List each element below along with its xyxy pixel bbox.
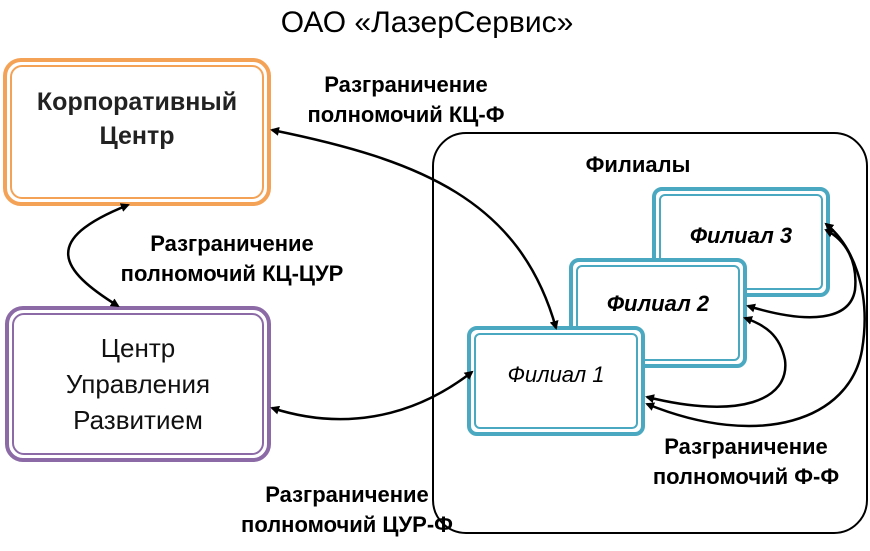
label-f-f-line1: Разграничение xyxy=(664,434,828,459)
development-center-box xyxy=(5,306,271,462)
branch-1-label: Филиал 1 xyxy=(507,362,605,387)
arrow-kc-cur xyxy=(66,203,130,308)
corporate-center-line2: Центр xyxy=(99,122,175,150)
label-kc-f: Разграничение полномочий КЦ-Ф xyxy=(288,70,524,130)
arrow-f1-f3 xyxy=(645,222,866,428)
development-center-line2: Управления xyxy=(65,369,211,399)
corporate-center-inner-border xyxy=(10,65,264,199)
arrow-f2-f3 xyxy=(746,228,857,319)
corporate-center-line1: Корпоративный xyxy=(36,88,238,116)
development-center-label: Центр Управления Развитием xyxy=(12,330,264,438)
label-cur-f: Разграничение полномочий ЦУР-Ф xyxy=(230,480,464,540)
branch-1-inner-border xyxy=(474,333,638,429)
branches-container xyxy=(432,132,868,534)
label-f-f: Разграничение полномочий Ф-Ф xyxy=(636,432,856,492)
development-center-inner-border xyxy=(12,313,264,455)
label-cur-f-line2: полномочий ЦУР-Ф xyxy=(241,512,453,537)
label-kc-f-line1: Разграничение xyxy=(324,72,488,97)
arrow-kc-f xyxy=(270,126,559,330)
label-f-f-line2: полномочий Ф-Ф xyxy=(652,464,840,489)
diagram-title: ОАО «ЛазерСервис» xyxy=(280,6,574,39)
development-center-line1: Центр xyxy=(100,333,176,363)
label-kc-f-line2: полномочий КЦ-Ф xyxy=(307,102,505,127)
branches-title: Филиалы xyxy=(585,152,691,177)
corporate-center-box xyxy=(3,58,271,206)
corporate-center-label: Корпоративный Центр xyxy=(10,85,264,153)
arrow-cur-f xyxy=(270,370,474,421)
development-center-line3: Развитием xyxy=(73,405,203,435)
arrow-f1-f2 xyxy=(645,316,787,408)
label-cur-f-line1: Разграничение xyxy=(265,482,429,507)
